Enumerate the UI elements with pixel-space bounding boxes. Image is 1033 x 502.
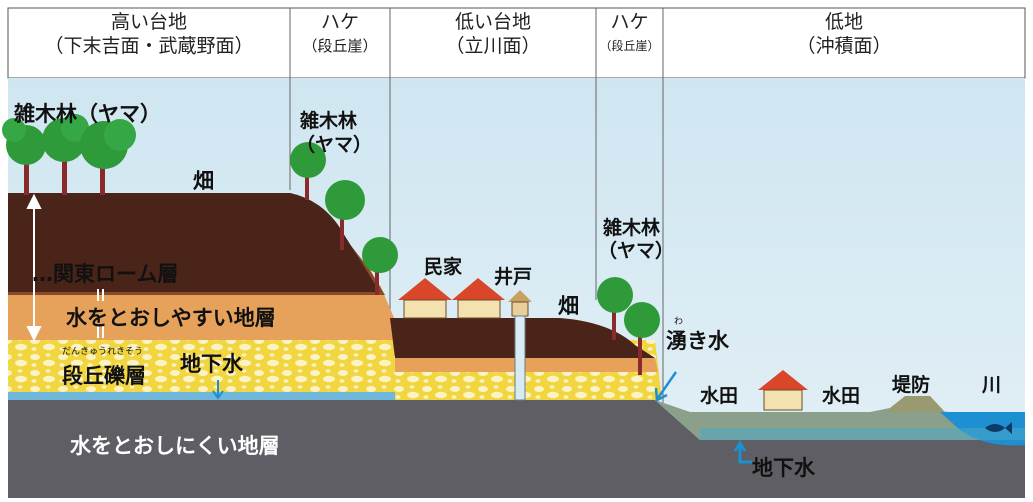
forest-hake2-trees [597,277,660,375]
header-high-terrace-title: 高い台地 [110,11,187,33]
header-hake-2: ハケ （段丘崖） [596,10,663,76]
label-forest-left: 雑木林（ヤマ） [14,102,161,126]
levee [885,396,945,412]
label-river: 川 [982,374,1002,396]
label-houses: 民家 [424,256,463,278]
label-forest-hake2-line1: 雑木林 [603,217,661,239]
topsoil-upper [8,193,380,292]
layer-thickness-arrow [26,193,42,342]
label-spring: 湧き水 [666,329,729,353]
forest-hake1-trees [290,142,398,295]
well [508,290,532,401]
header-hake-1-sub: （段丘崖） [302,37,378,55]
label-forest-hake2-line2: （ヤマ） [598,240,675,262]
impermeable-layer [8,400,1025,498]
gravel-lower [395,372,662,400]
spring-arrow [654,371,678,402]
label-forest-hake1-line2: （ヤマ） [296,134,373,156]
topsoil-upper-band [8,193,345,238]
lowland-groundwater [700,428,1025,440]
label-paddy-2: 水田 [822,385,861,407]
groundwater-arrow-1 [212,380,224,400]
header-lowland-sub: （沖積面） [796,35,892,57]
header-low-terrace-title: 低い台地 [454,11,531,33]
label-groundwater-1: 地下水 [180,352,243,376]
header-high-terrace-sub: （下末吉面・武蔵野面） [44,35,254,57]
groundwater-arrow-2 [733,440,752,464]
label-field-1: 畑 [193,169,214,193]
houses [398,278,505,319]
header-hake-2-sub: （段丘崖） [599,39,660,53]
label-gravel-ruby: だんきゅうれきそう [62,347,144,357]
label-loam: …関東ローム層 [32,262,179,286]
label-permeable: 水をとおしやすい地層 [66,306,276,330]
label-forest-hake1-line1: 雑木林 [300,110,358,132]
label-spring-ruby: わ [674,317,684,327]
fish-icon [985,422,1012,434]
label-well: 井戸 [494,266,533,288]
header-hake-2-title: ハケ [610,11,649,33]
forest-left-trees [2,114,136,195]
header-lowland-title: 低地 [824,11,863,33]
label-field-2: 畑 [558,294,579,318]
permeable-layer [8,285,395,340]
header-hake-1: ハケ （段丘崖） [290,10,390,76]
header-lowland: 低地 （沖積面） [663,10,1025,76]
groundwater-stripe [8,392,658,400]
lowland-house [758,370,808,411]
header-low-terrace: 低い台地 （立川面） [390,10,596,76]
label-impermeable: 水をとおしにくい地層 [70,434,280,458]
label-groundwater-2: 地下水 [752,456,815,480]
header-high-terrace: 高い台地 （下末吉面・武蔵野面） [8,10,290,76]
header-band [7,7,1026,79]
header-low-terrace-sub: （立川面） [445,35,541,57]
permeable-lower [395,358,658,372]
label-paddy-1: 水田 [700,385,739,407]
equals-markers [97,289,104,338]
label-levee: 堤防 [892,374,931,396]
label-gravel: 段丘礫層 [62,364,146,388]
header-hake-1-title: ハケ [320,11,359,33]
